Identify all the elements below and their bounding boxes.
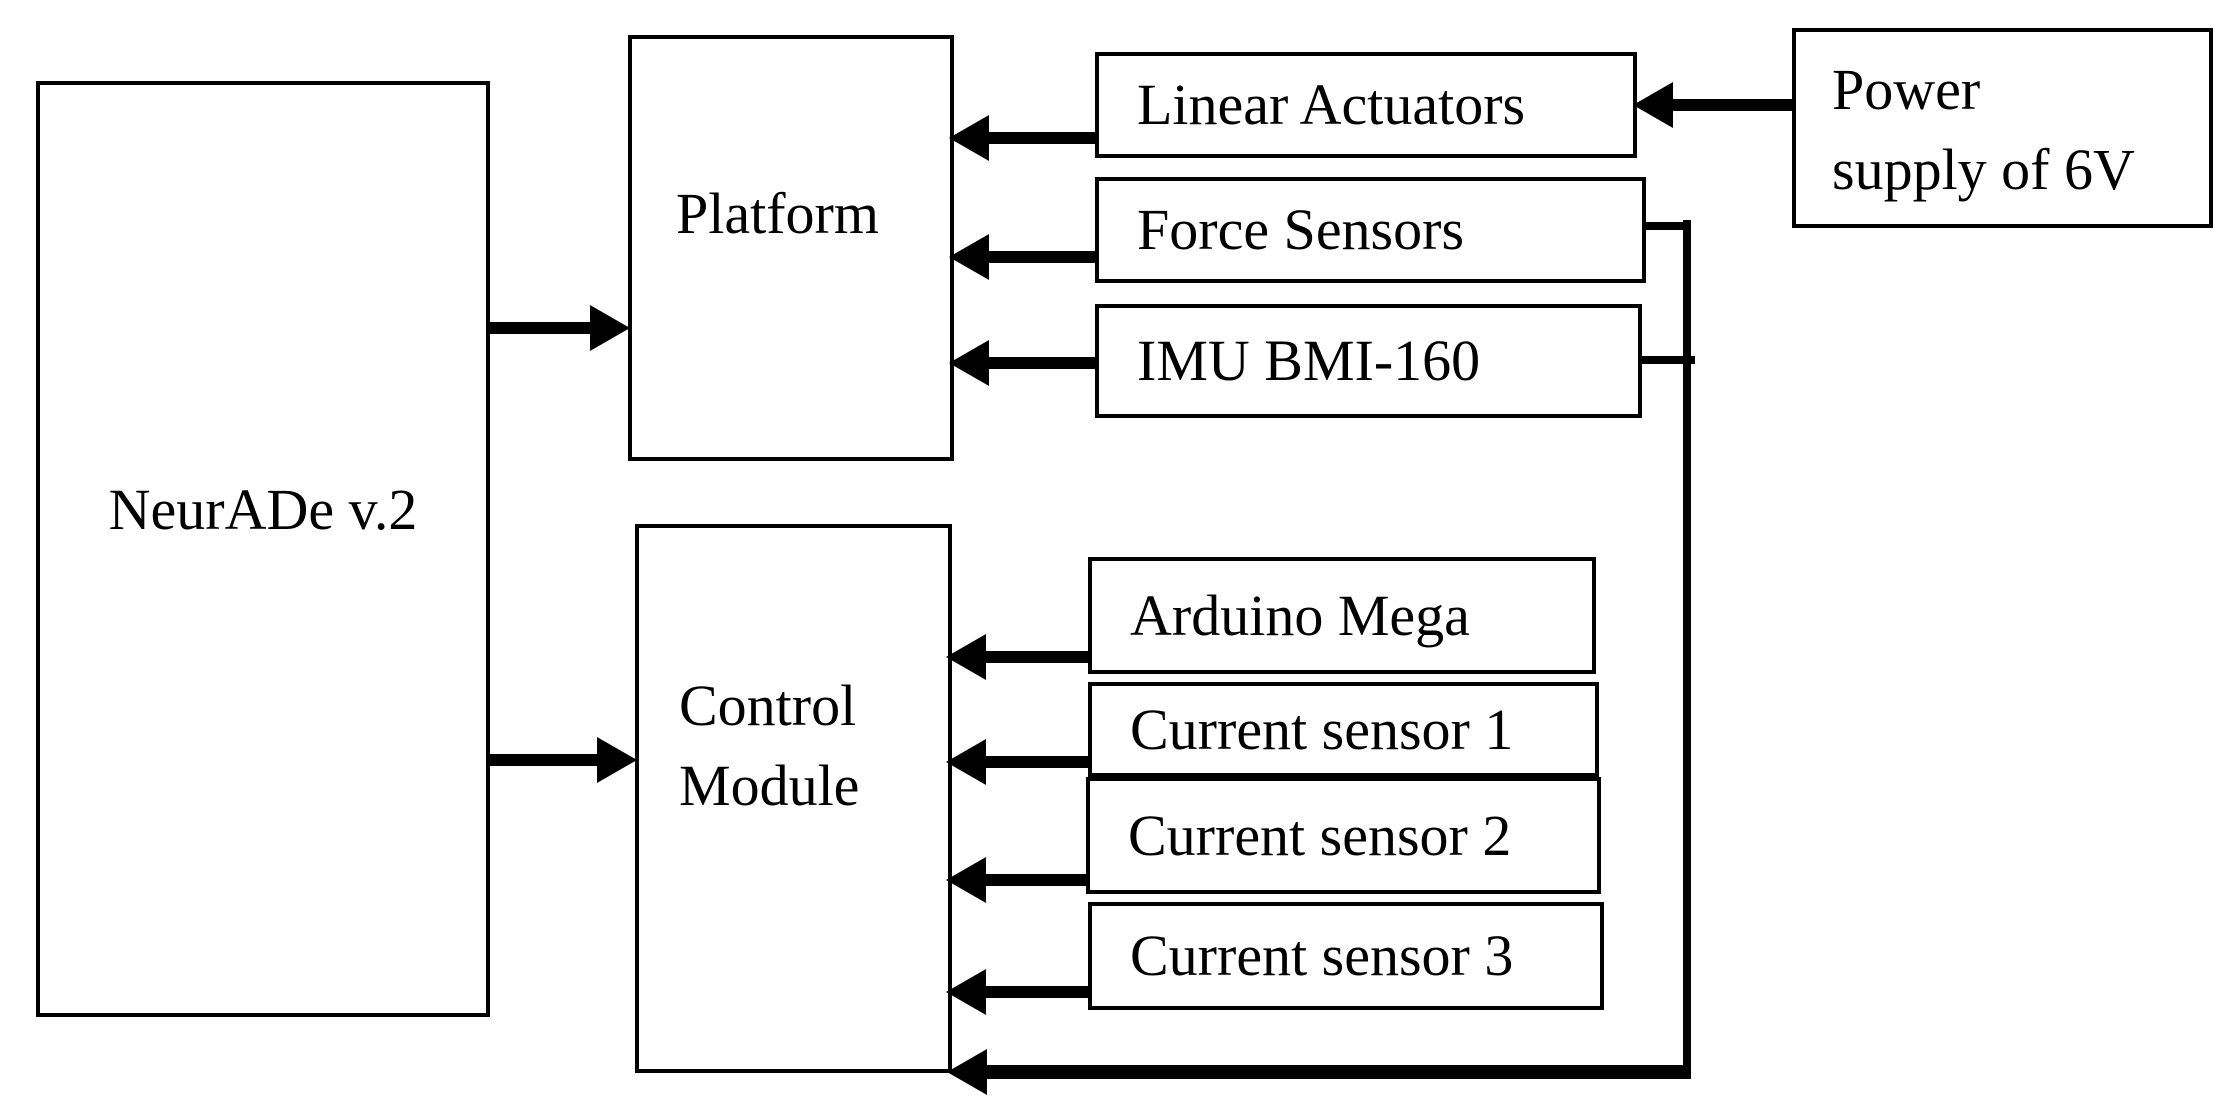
arrowhead-left-icon bbox=[946, 739, 986, 785]
current-sensor-2-label: Current sensor 2 bbox=[1128, 802, 1512, 868]
current-sensor-3-box: Current sensor 3 bbox=[1088, 902, 1604, 1010]
arrowhead-left-icon bbox=[946, 857, 986, 903]
bus-bottom-shaft bbox=[985, 1065, 1691, 1079]
arduino-label: Arduino Mega bbox=[1130, 582, 1470, 648]
current-sensor-1-box: Current sensor 1 bbox=[1088, 682, 1599, 777]
arduino-box: Arduino Mega bbox=[1088, 557, 1596, 674]
arrowhead-right-icon bbox=[590, 305, 630, 351]
arrow-shaft bbox=[984, 756, 1088, 768]
linear-actuators-box: Linear Actuators bbox=[1095, 52, 1637, 158]
arrow-shaft bbox=[488, 754, 599, 766]
imu-bus-stub bbox=[1642, 356, 1695, 364]
arrow-shaft bbox=[984, 651, 1088, 663]
bus-vertical-line bbox=[1683, 220, 1691, 1079]
platform-box: Platform bbox=[628, 35, 954, 461]
neurade-box: NeurADe v.2 bbox=[36, 81, 490, 1017]
imu-box: IMU BMI-160 bbox=[1095, 304, 1642, 418]
arrowhead-right-icon bbox=[597, 737, 637, 783]
linear-actuators-label: Linear Actuators bbox=[1137, 72, 1526, 138]
current-sensor-3-label: Current sensor 3 bbox=[1130, 923, 1514, 989]
arrow-shaft bbox=[987, 357, 1095, 369]
force-sensors-label: Force Sensors bbox=[1137, 197, 1465, 263]
arrowhead-left-icon bbox=[947, 1049, 987, 1095]
force-sensors-bus-stub bbox=[1646, 222, 1691, 230]
arrowhead-left-icon bbox=[946, 634, 986, 680]
neurade-label: NeurADe v.2 bbox=[108, 477, 418, 542]
arrowhead-left-icon bbox=[949, 115, 989, 161]
arrow-shaft bbox=[488, 322, 592, 334]
platform-label: Platform bbox=[676, 181, 879, 246]
arrow-shaft bbox=[984, 986, 1088, 998]
imu-label: IMU BMI-160 bbox=[1137, 328, 1481, 394]
arrow-shaft bbox=[987, 251, 1095, 263]
current-sensor-2-box: Current sensor 2 bbox=[1086, 777, 1601, 894]
control-module-box: Control Module bbox=[635, 524, 952, 1073]
arrowhead-left-icon bbox=[1633, 82, 1673, 128]
arrowhead-left-icon bbox=[949, 234, 989, 280]
arrow-shaft bbox=[987, 132, 1095, 144]
arrow-shaft bbox=[984, 874, 1086, 886]
arrowhead-left-icon bbox=[949, 340, 989, 386]
current-sensor-1-label: Current sensor 1 bbox=[1130, 696, 1514, 762]
arrow-shaft bbox=[1671, 99, 1792, 111]
control-module-label: Control Module bbox=[679, 673, 860, 818]
force-sensors-box: Force Sensors bbox=[1095, 177, 1646, 283]
power-supply-box: Power supply of 6V bbox=[1792, 28, 2213, 228]
power-supply-label: Power supply of 6V bbox=[1832, 57, 2135, 202]
arrowhead-left-icon bbox=[946, 969, 986, 1015]
